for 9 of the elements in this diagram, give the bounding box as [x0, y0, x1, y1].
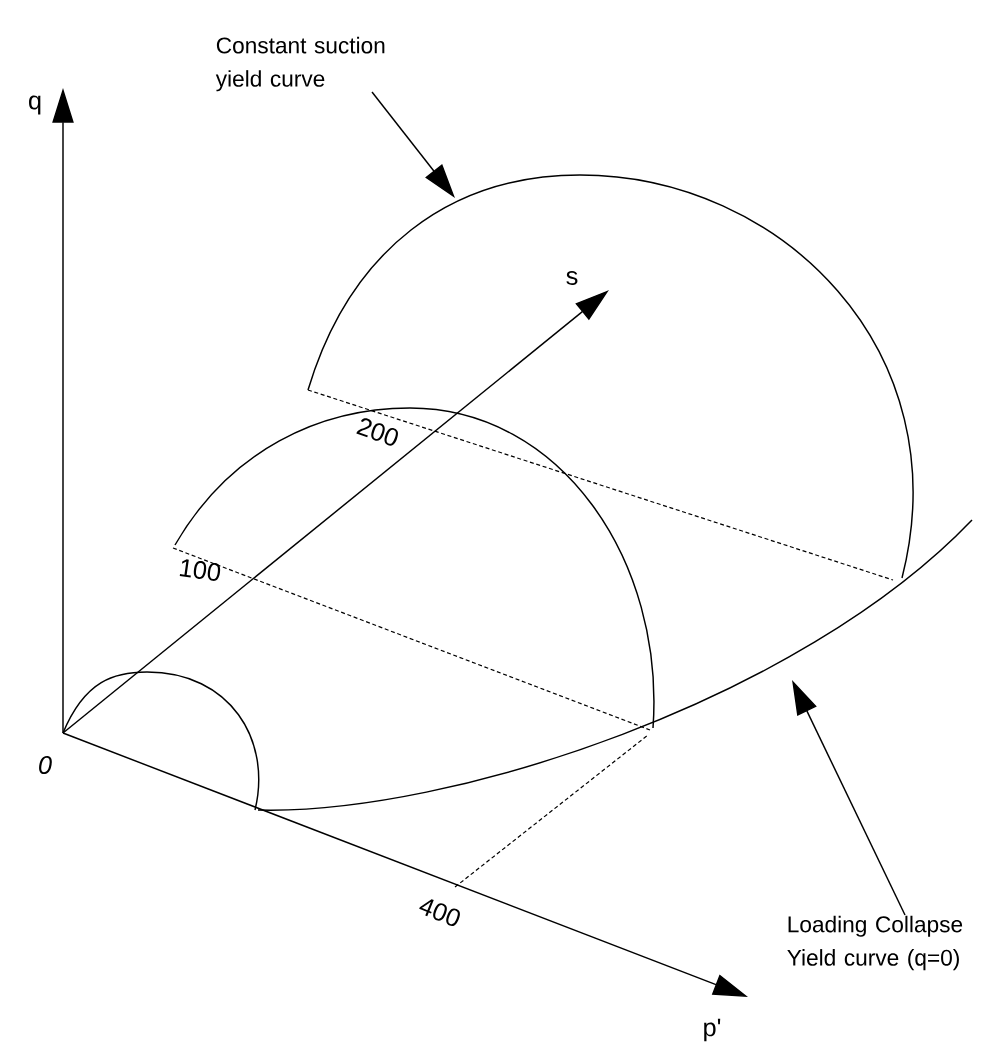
axis-label: q	[29, 95, 41, 115]
axis-label: s	[566, 271, 578, 285]
callout-text: Loading Collapse Yield curve (q=0)	[787, 915, 963, 971]
callout-text: Constant suction yield curve	[215, 36, 385, 92]
axis-label: p'	[704, 1018, 721, 1042]
tick-label: 0	[39, 756, 52, 774]
tick-label: 400	[419, 899, 460, 927]
tick-label: 200	[356, 418, 398, 446]
tick-label: 100	[179, 559, 221, 581]
